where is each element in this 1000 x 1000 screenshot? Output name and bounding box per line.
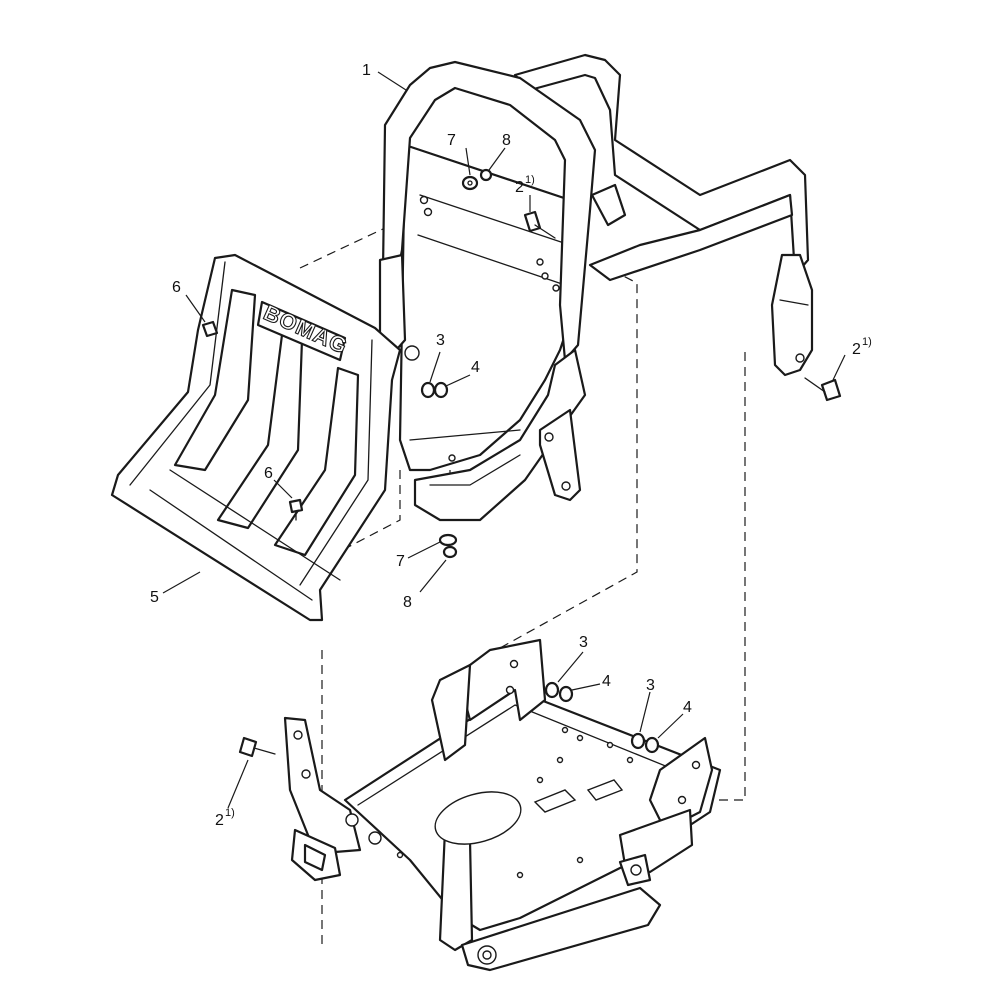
base-large-opening xyxy=(434,791,522,845)
bolt-icon xyxy=(820,378,842,402)
base-bottom-tube xyxy=(460,886,662,972)
nut-icon xyxy=(644,736,660,754)
callout-3-base: 3 xyxy=(579,634,588,651)
base-frame-part xyxy=(283,638,722,972)
callout-3-center: 3 xyxy=(436,332,445,349)
washer-icon xyxy=(461,175,479,191)
callout-2-left: 2 xyxy=(215,812,224,829)
rollover-frame-part xyxy=(378,53,814,522)
nut-icon xyxy=(558,685,574,703)
leader-lines xyxy=(162,71,846,809)
frame-right-foot xyxy=(770,253,814,377)
callout-8-lower: 8 xyxy=(403,594,412,611)
callout-6-upper: 6 xyxy=(172,279,181,296)
seat-logo-plate xyxy=(256,300,347,362)
callout-4-right: 4 xyxy=(683,699,692,716)
callout-8-upper: 8 xyxy=(502,132,511,149)
callout-2-right-footnote: 1) xyxy=(862,336,872,348)
washer-icon xyxy=(630,732,646,750)
callout-5: 5 xyxy=(150,589,159,606)
nut-icon xyxy=(433,381,449,399)
hardware xyxy=(201,168,842,758)
bolt-icon xyxy=(238,736,258,758)
callout-labels: 1 2 1) 2 1) 2 1) 3 3 3 4 4 4 5 6 6 7 7 8… xyxy=(150,62,872,829)
washer-icon xyxy=(438,533,458,547)
washer-icon xyxy=(544,681,560,699)
callout-2-left-footnote: 1) xyxy=(225,807,235,819)
callout-6-lower: 6 xyxy=(264,465,273,482)
callout-2-right: 2 xyxy=(852,341,861,358)
washer-icon xyxy=(420,381,436,399)
nut-icon xyxy=(479,168,493,182)
callout-3-right: 3 xyxy=(646,677,655,694)
frame-front-hoop xyxy=(381,60,597,362)
callout-1: 1 xyxy=(362,62,371,79)
screw-icon xyxy=(201,320,219,338)
nut-icon xyxy=(442,545,458,559)
screw-icon xyxy=(288,498,304,514)
callout-4-base: 4 xyxy=(602,673,611,690)
callout-7-lower: 7 xyxy=(396,553,405,570)
seat-part: BOMAG xyxy=(110,253,402,622)
callout-4-center: 4 xyxy=(471,359,480,376)
callout-2-upper-footnote: 1) xyxy=(525,174,535,186)
callout-2-upper: 2 xyxy=(515,179,524,196)
callout-7-upper: 7 xyxy=(447,132,456,149)
frame-lower-loop xyxy=(413,348,587,522)
